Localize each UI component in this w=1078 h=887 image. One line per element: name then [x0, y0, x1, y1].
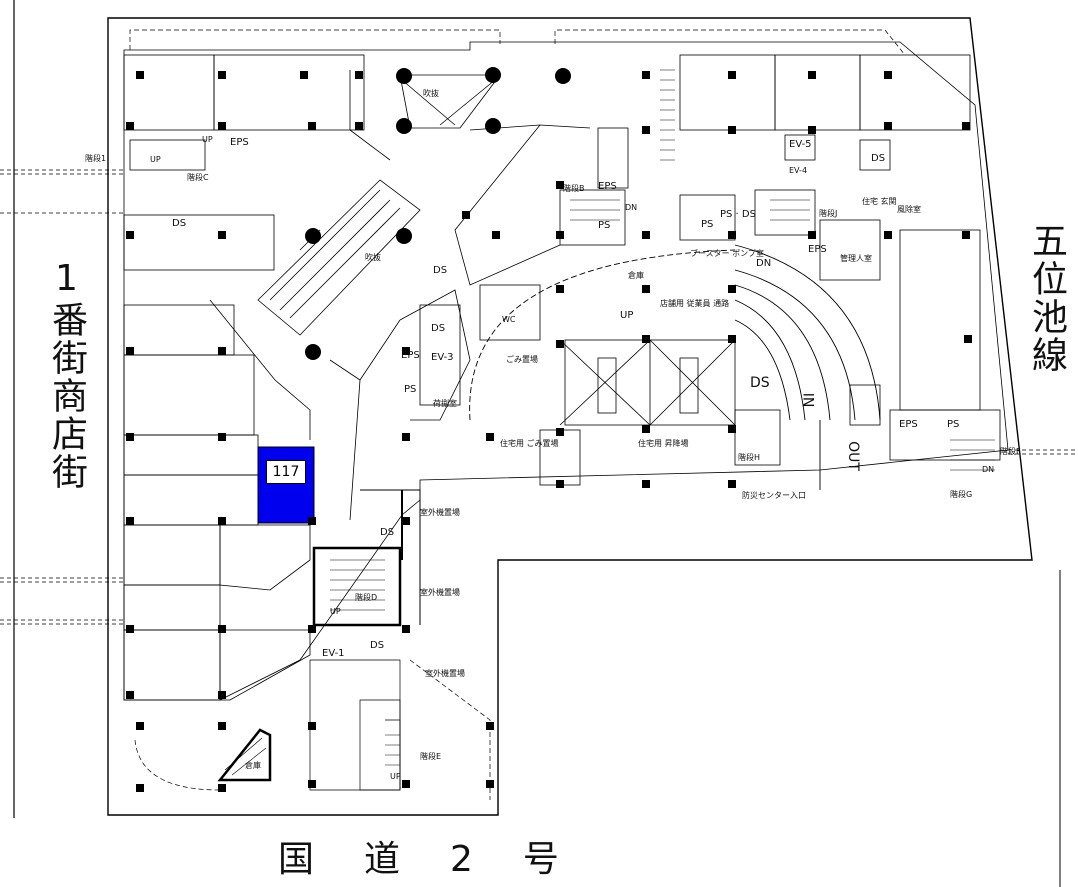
label-storage: 倉庫 — [628, 271, 644, 280]
label-stairs: 階段B — [563, 184, 585, 193]
label-up: UP — [620, 310, 634, 321]
label-outdoor-storage: 室外機置場 — [420, 588, 460, 597]
label-up: UP — [202, 135, 213, 144]
label-up: UP — [150, 155, 161, 164]
label-booster-pump: ブースター ポンプ室 — [690, 249, 764, 258]
room-ds: DS — [380, 527, 395, 538]
label-warehouse: 倉庫 — [245, 761, 261, 770]
room-ds: DS — [871, 153, 886, 164]
label-wind-room: 風除室 — [897, 205, 921, 214]
label-stairs: 階段C — [187, 173, 209, 182]
street-label-left: 1番街商店街 — [46, 258, 87, 491]
room-eps: EPS — [808, 244, 827, 255]
label-up: UP — [390, 772, 401, 781]
room-ds: DS — [433, 265, 448, 276]
label-store-staff: 店舗用 従業員 通路 — [660, 299, 730, 308]
store-number-label[interactable]: 117 — [266, 460, 306, 484]
room-ds: DS — [172, 218, 187, 229]
label-dn: DN — [982, 465, 995, 474]
label-manager-room: 管理人室 — [840, 254, 872, 263]
label-stairs: 階段G — [950, 490, 973, 499]
label-in: IN — [799, 392, 816, 408]
room-ev5: EV-5 — [789, 139, 812, 150]
room-ev4: EV-4 — [789, 166, 808, 175]
room-eps: EPS — [899, 419, 918, 430]
room-ds: DS — [370, 640, 385, 651]
label-dn: DN — [625, 203, 638, 212]
room-eps: EPS — [401, 350, 420, 361]
room-ps-ds: PS · DS — [720, 209, 756, 220]
label-stairs: 階段D — [355, 593, 378, 602]
room-eps: EPS — [598, 181, 617, 192]
label-packing-room: 荷捌室 — [433, 399, 457, 408]
label-stairs: 階段J — [819, 209, 838, 218]
room-ds: DS — [750, 375, 770, 391]
label-out: OUT — [844, 441, 861, 471]
room-ds: DS — [431, 323, 446, 334]
label-residential-trash: 住宅用 ごみ置場 — [500, 439, 559, 448]
label-shaft: 吹抜 — [365, 253, 381, 262]
label-shaft: 吹抜 — [423, 89, 439, 98]
room-ev1: EV-1 — [322, 648, 345, 659]
label-wc: WC — [502, 315, 516, 324]
room-ps: PS — [947, 419, 960, 430]
room-eps: EPS — [230, 137, 249, 148]
label-up: UP — [330, 607, 341, 616]
label-residential-ev: 住宅用 昇降場 — [638, 439, 689, 448]
label-outdoor-storage: 室外機置場 — [425, 669, 465, 678]
label-stairs: 階段1 — [85, 154, 107, 163]
room-ps: PS — [598, 220, 611, 231]
label-dn: DN — [756, 258, 772, 269]
room-ps: PS — [404, 384, 417, 395]
street-label-right: 五位池線 — [1026, 222, 1067, 374]
label-trash: ごみ置場 — [506, 355, 538, 364]
label-stairs: 階段H — [738, 453, 761, 462]
street-label-bottom: 国道2号 — [278, 839, 609, 880]
room-ps: PS — [701, 219, 714, 230]
label-stairs: 階段E — [420, 752, 442, 761]
store-117-highlight — [257, 446, 315, 524]
label-stairs: 階段F — [1000, 447, 1021, 456]
label-residential-hall: 住宅 玄関 — [862, 197, 897, 206]
label-disaster-center: 防災センター入口 — [742, 491, 806, 500]
label-outdoor-storage: 室外機置場 — [420, 508, 460, 517]
room-ev3: EV-3 — [431, 352, 454, 363]
